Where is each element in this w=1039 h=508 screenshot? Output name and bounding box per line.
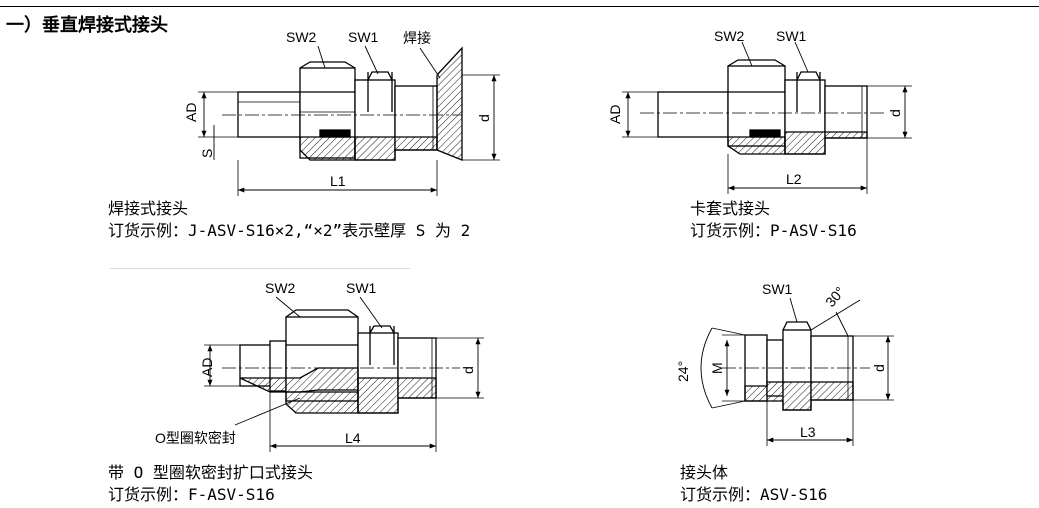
caption-compression-order: 订货示例：P-ASV-S16 [690,221,857,240]
p1-sw2-label: SW2 [286,29,317,45]
top-rule [0,6,1039,7]
caption-compression-title: 卡套式接头 [690,199,771,218]
p3-length-label: L4 [345,430,361,446]
p3-ad-label: AD [199,358,215,377]
drawing-welded [198,45,500,196]
p4-m-label: M [709,362,725,374]
p1-length-label: L1 [330,173,346,189]
p3-sw2-label: SW2 [265,280,296,296]
p4-angle30-label: 30° [822,283,848,310]
p3-d-label: d [460,366,476,374]
p4-angle24-label: 24° [675,361,691,382]
p2-d-label: d [887,109,903,117]
p1-ad-label: AD [183,103,199,122]
drawing-oring [204,296,484,452]
caption-oring: 带 O 型圈软密封扩口式接头 订货示例：F-ASV-S16 [108,462,313,506]
p2-sw1-label: SW1 [776,28,807,44]
drawing-compression [622,41,912,194]
p1-s-label: S [199,149,215,158]
p4-sw1-label: SW1 [762,281,793,297]
caption-compression: 卡套式接头 订货示例：P-ASV-S16 [690,198,857,242]
p3-seal-label: O型圈软密封 [155,430,236,446]
p2-sw2-label: SW2 [714,28,745,44]
p1-d-label: d [476,114,492,122]
caption-body: 接头体 订货示例：ASV-S16 [680,462,827,506]
drawing-body [700,297,894,446]
p2-ad-label: AD [607,105,623,124]
p4-length-label: L3 [800,424,816,440]
p3-sw1-label: SW1 [346,280,377,296]
p1-weld-label: 焊接 [403,30,431,46]
section-title: 一）垂直焊接式接头 [6,15,168,36]
caption-body-title: 接头体 [680,463,729,482]
caption-welded: 焊接式接头 订货示例：J-ASV-S16×2,“×2”表示壁厚 S 为 2 [108,198,470,242]
caption-oring-title: 带 O 型圈软密封扩口式接头 [108,463,313,482]
faint-divider [110,268,410,269]
p1-sw1-label: SW1 [348,29,379,45]
p2-length-label: L2 [786,171,802,187]
caption-oring-order: 订货示例：F-ASV-S16 [108,485,275,504]
caption-welded-title: 焊接式接头 [108,199,189,218]
caption-body-order: 订货示例：ASV-S16 [680,485,828,504]
p4-d-label: d [871,364,887,372]
caption-welded-order: 订货示例：J-ASV-S16×2,“×2”表示壁厚 S 为 2 [108,221,471,240]
